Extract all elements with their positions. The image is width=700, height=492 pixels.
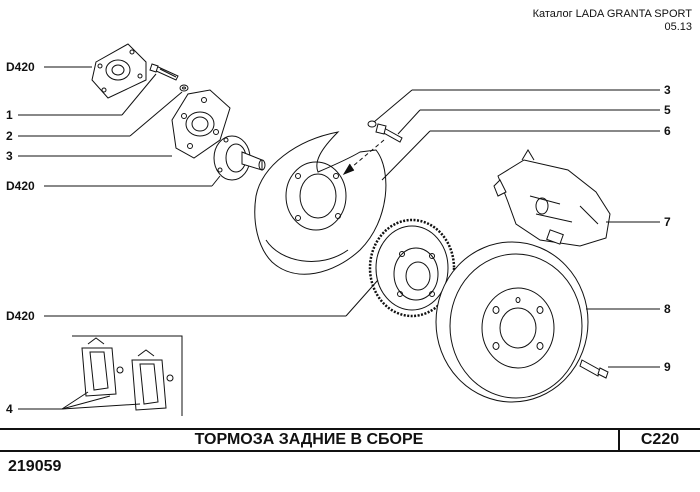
- pads-frame: [72, 335, 183, 416]
- catalog-title: Каталог LADA GRANTA SPORT: [532, 8, 692, 20]
- callout-3-right: 3: [664, 83, 671, 97]
- callout-d420-bearing: D420: [6, 309, 35, 323]
- shield-bolt: [375, 123, 403, 143]
- brake-pads: [81, 337, 174, 411]
- callout-d420-flange: D420: [6, 60, 35, 74]
- hub-bearing: [368, 218, 456, 318]
- callout-8: 8: [664, 302, 671, 316]
- axle-flange-plate: [91, 43, 147, 99]
- brake-shield: [254, 131, 387, 275]
- disc-bolt: [579, 359, 609, 379]
- brake-disc: [435, 241, 589, 403]
- bolt: [149, 63, 179, 81]
- callout-6: 6: [664, 124, 671, 138]
- title-block: ТОРМОЗА ЗАДНИЕ В СБОРЕ C220: [0, 428, 700, 452]
- brake-caliper: [493, 149, 611, 247]
- leader-lines: [18, 66, 660, 410]
- washer: [179, 84, 189, 92]
- callout-7: 7: [664, 215, 671, 229]
- assembly-title: ТОРМОЗА ЗАДНИЕ В СБОРЕ: [194, 431, 424, 448]
- callout-2: 2: [6, 129, 13, 143]
- section-code: C220: [618, 430, 700, 450]
- caliper-bracket: [171, 89, 231, 159]
- catalog-header: Каталог LADA GRANTA SPORT 05.13: [533, 8, 692, 34]
- callout-5: 5: [664, 103, 671, 117]
- assembly-arrow: [342, 139, 385, 176]
- callout-3-left: 3: [6, 149, 13, 163]
- callout-9: 9: [664, 360, 671, 374]
- callout-4: 4: [6, 402, 13, 416]
- catalog-date: 05.13: [664, 21, 692, 33]
- callout-d420-hub: D420: [6, 179, 35, 193]
- callout-1: 1: [6, 108, 13, 122]
- exploded-view-drawing: D420 1 2 3 D420 D420 4 3 5 6 7 8 9: [6, 43, 671, 416]
- hub-stub-axle: [213, 135, 266, 181]
- shield-washer: [367, 120, 377, 128]
- sheet-number: 219059: [8, 458, 62, 475]
